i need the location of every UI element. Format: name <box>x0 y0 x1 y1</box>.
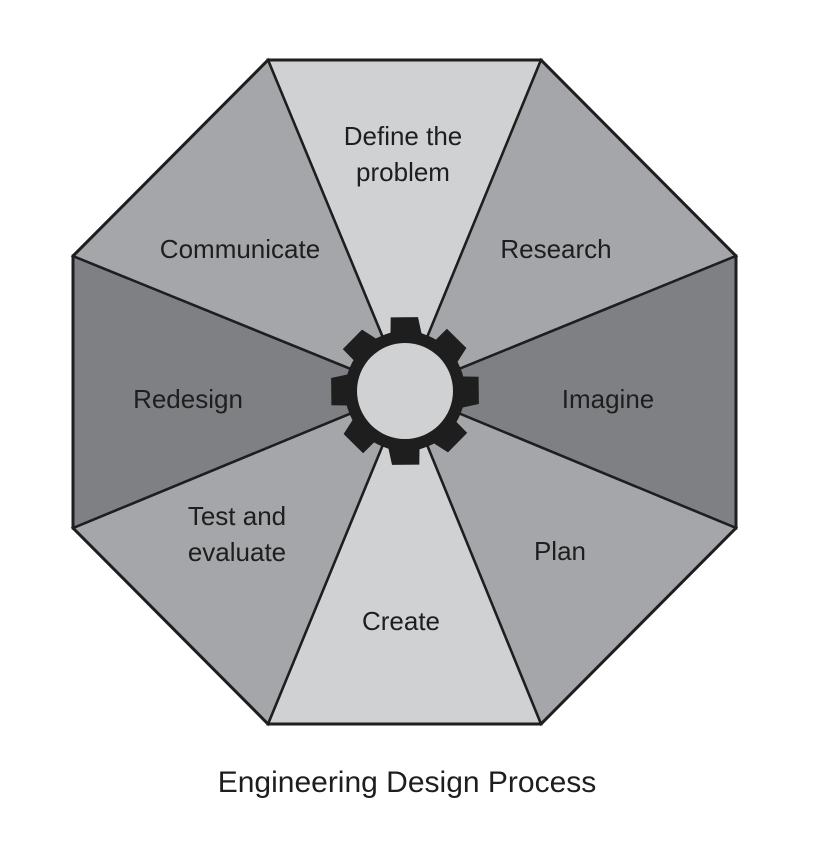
label-research: Research <box>500 234 611 264</box>
label-line: problem <box>356 157 450 187</box>
label-line: Plan <box>534 536 586 566</box>
label-redesign: Redesign <box>133 384 243 414</box>
octagon-outline <box>71 58 738 726</box>
label-line: Create <box>362 606 440 636</box>
label-line: Communicate <box>160 234 320 264</box>
diagram-caption: Engineering Design Process <box>217 766 597 799</box>
label-line: Define the <box>344 121 463 151</box>
design-process-octagon: Define the problemResearchImaginePlanCrea… <box>70 57 739 727</box>
cog-center <box>357 343 453 439</box>
label-define-the-problem: Define the problem <box>344 121 463 187</box>
label-plan: Plan <box>534 536 586 566</box>
label-line: Test and <box>188 501 286 531</box>
label-communicate: Communicate <box>160 234 320 264</box>
label-imagine: Imagine <box>562 384 655 414</box>
label-line: Redesign <box>133 384 243 414</box>
label-line: evaluate <box>188 537 286 567</box>
label-test-and-evaluate: Test and evaluate <box>188 501 286 567</box>
center-cog <box>331 317 479 465</box>
octagon-segments <box>70 57 739 727</box>
step-labels: Define the problemResearchImaginePlanCrea… <box>133 121 654 636</box>
label-line: Research <box>500 234 611 264</box>
label-create: Create <box>362 606 440 636</box>
label-line: Imagine <box>562 384 655 414</box>
